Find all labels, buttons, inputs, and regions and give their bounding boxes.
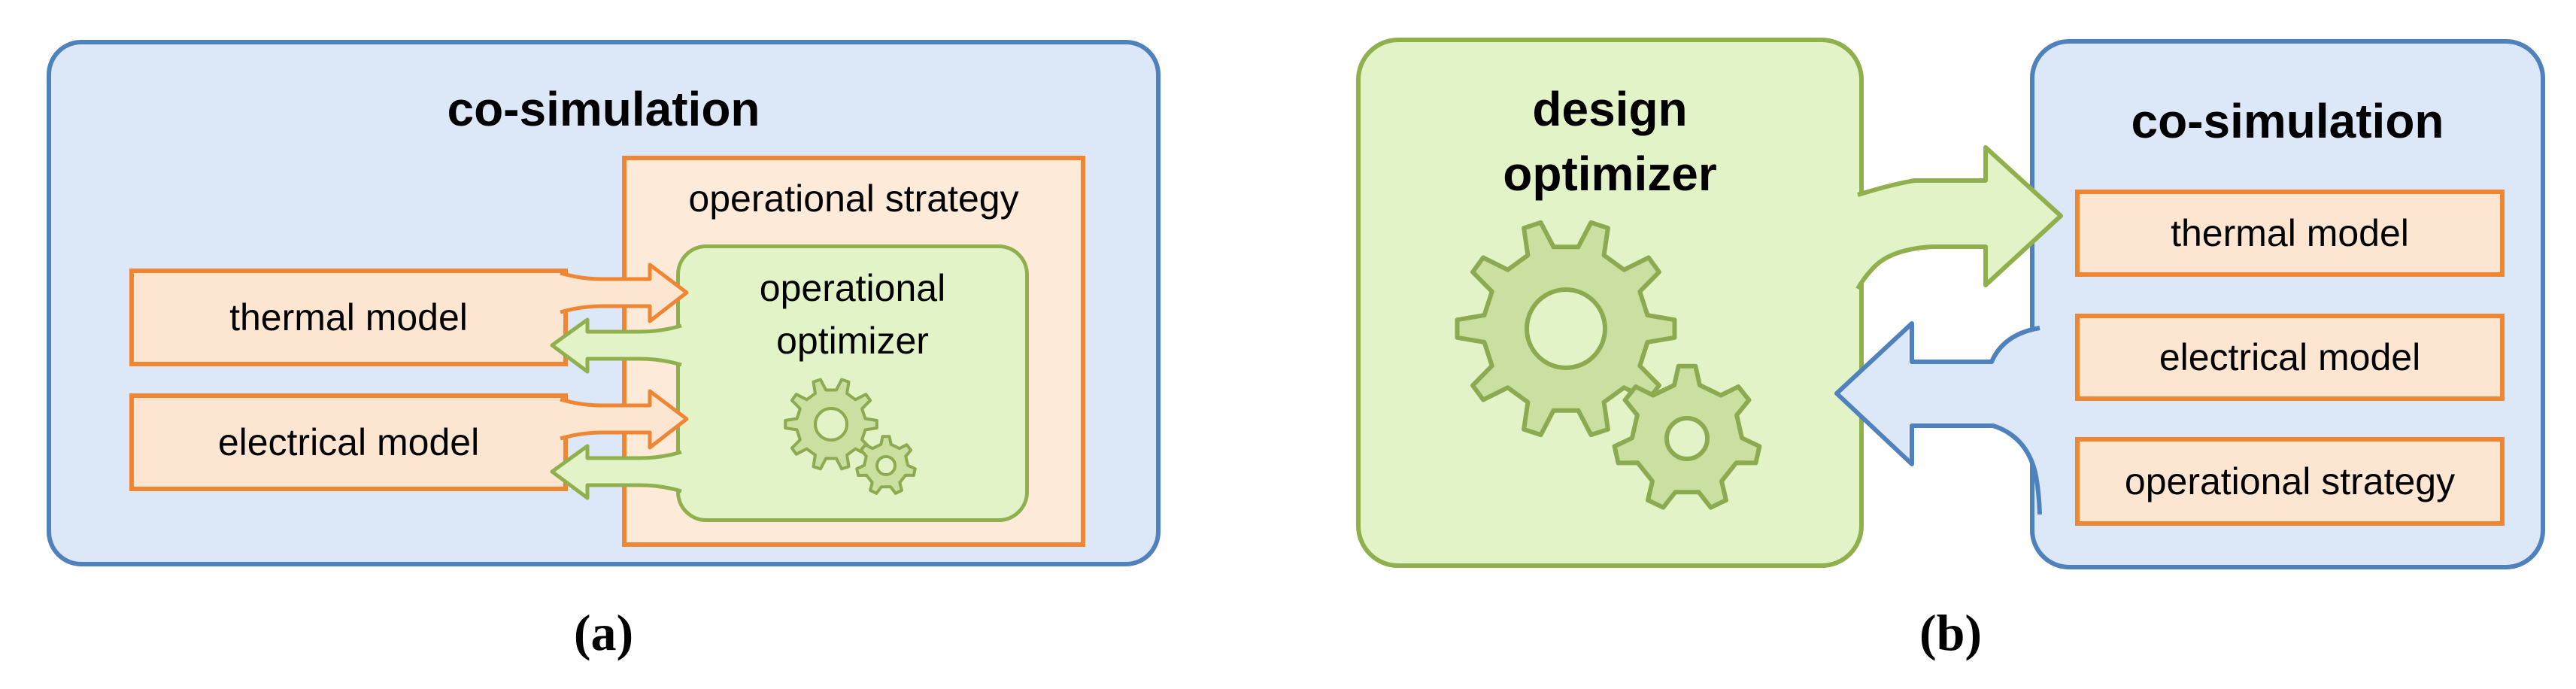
electrical-model-label: electrical model [217,421,480,463]
panel-a-operational-strategy-label: operational strategy [688,178,1019,220]
thermal-model-label: thermal model [2171,212,2409,254]
optimizer-label-line2: optimizer [776,320,929,362]
panel-b-design-optimizer-title: design optimizer [1356,77,1864,206]
panel-a-thermal-model-box: thermal model [129,269,568,366]
panel-a-electrical-model-box: electrical model [129,393,568,491]
design-optimizer-title-line1: design [1532,82,1688,136]
design-optimizer-title-line2: optimizer [1503,147,1717,201]
panel-a-title: co-simulation [447,82,760,136]
optimizer-label-line1: operational [759,267,946,309]
operational-strategy-label: operational strategy [2124,460,2456,502]
panel-b-thermal-model-box: thermal model [2075,190,2505,277]
panel-a-caption: (a) [573,604,634,661]
cosimulation-to-design-bent-left-arrow-icon [1834,321,2042,515]
panel-a-operational-optimizer-label: operational optimizer [676,262,1029,367]
panel-b-operational-strategy-box: operational strategy [2075,437,2505,526]
thermal-model-label: thermal model [229,296,468,338]
panel-b-cosimulation-title: co-simulation [2131,94,2444,148]
electrical-model-label: electrical model [2159,336,2421,378]
panel-b-electrical-model-box: electrical model [2075,314,2505,401]
panel-b-caption: (b) [1919,604,1983,661]
